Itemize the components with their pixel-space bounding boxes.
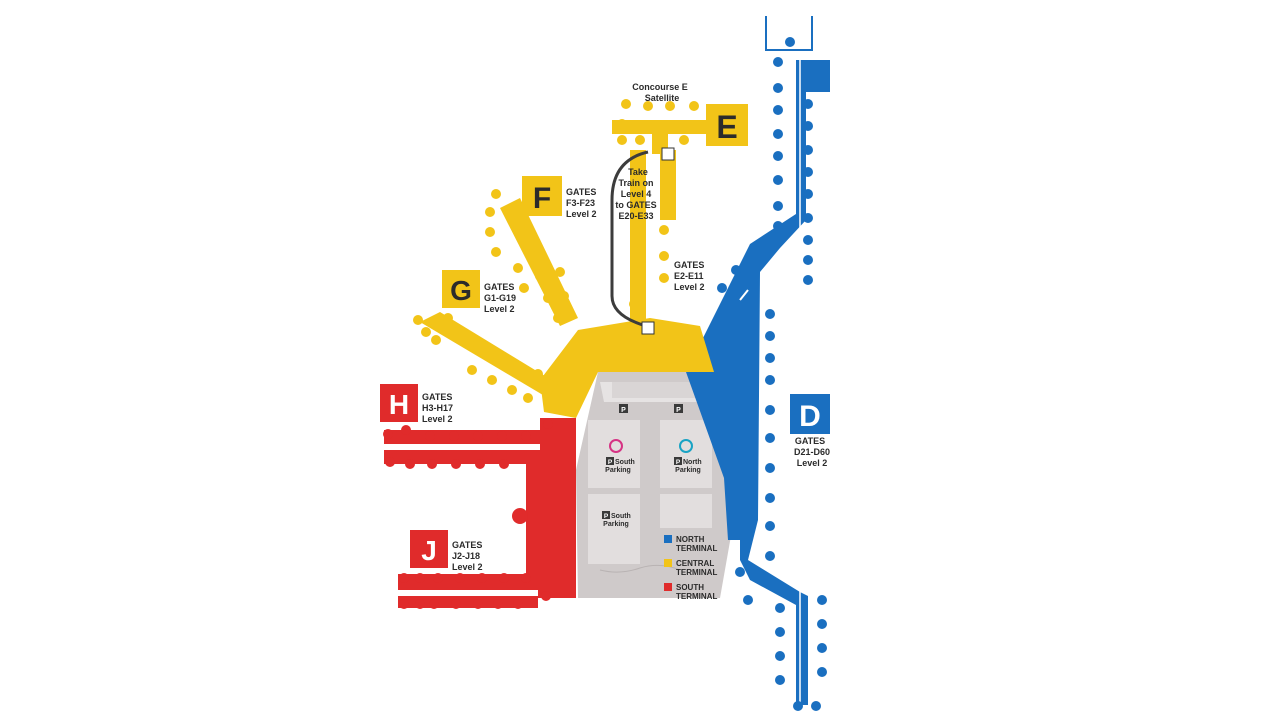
legend-central-terminal: CENTRAL TERMINAL [664, 559, 717, 577]
svg-text:Parking: Parking [605, 467, 631, 474]
concourse-e-level: Level 2 [674, 282, 705, 292]
concourse-j-level: Level 2 [452, 562, 483, 572]
train-icon-central [641, 321, 655, 335]
concourse-d-badge: D [790, 394, 830, 434]
parking-top-left: P [619, 404, 628, 414]
north-terminal [686, 16, 830, 705]
concourse-d-range: D21-D60 [794, 447, 830, 457]
north-terminal-block [806, 60, 830, 92]
svg-text:TERMINAL: TERMINAL [676, 568, 717, 577]
concourse-f-range: F3-F23 [566, 198, 595, 208]
svg-text:Train on: Train on [618, 178, 653, 188]
concourse-f-letter: F [533, 182, 551, 215]
svg-text:TERMINAL: TERMINAL [676, 592, 717, 601]
parking-top-right: P [674, 404, 683, 414]
svg-text:North: North [683, 459, 702, 466]
gates-north [717, 37, 827, 711]
gates-central [413, 99, 699, 403]
train-icon-e [661, 147, 675, 161]
svg-text:NORTH: NORTH [676, 535, 705, 544]
concourse-f-level: Level 2 [566, 209, 597, 219]
concourse-f-gates-word: GATES [566, 187, 596, 197]
concourse-e-satellite-title: Concourse E [632, 82, 688, 92]
concourse-e-gates-word: GATES [674, 260, 704, 270]
legend-south-terminal: SOUTH TERMINAL [664, 583, 717, 601]
parking-garage-icon-north [679, 439, 693, 453]
terminal-legend: NORTH TERMINAL CENTRAL TERMINAL SOUTH TE… [664, 535, 717, 601]
south-parking-label-lower: P South Parking [602, 511, 631, 528]
concourse-d-level: Level 2 [797, 458, 828, 468]
concourse-f-badge: F [522, 176, 562, 216]
north-parking-label: P North Parking [674, 457, 702, 474]
svg-text:E20-E33: E20-E33 [618, 211, 653, 221]
concourse-e-range: E2-E11 [674, 271, 704, 281]
concourse-d-letter: D [799, 400, 821, 433]
concourse-g-range: G1-G19 [484, 293, 516, 303]
concourse-d-gates-word: GATES [795, 436, 825, 446]
legend-north-terminal: NORTH TERMINAL [664, 535, 717, 553]
concourse-j-badge: J [410, 530, 448, 568]
svg-text:Take: Take [628, 167, 648, 177]
concourse-g-badge: G [442, 270, 480, 308]
concourse-g-level: Level 2 [484, 304, 515, 314]
svg-text:to GATES: to GATES [615, 200, 656, 210]
concourse-e-satellite-subtitle: Satellite [645, 93, 680, 103]
concourse-g-gates-word: GATES [484, 282, 514, 292]
concourse-h-badge: H [380, 384, 418, 422]
gates-south [383, 419, 553, 609]
svg-text:P: P [608, 459, 613, 466]
train-route-line [610, 150, 649, 328]
south-parking-label-upper: P South Parking [605, 457, 635, 474]
svg-text:South: South [611, 513, 631, 520]
concourse-j-range: J2-J18 [452, 551, 480, 561]
svg-text:Level 4: Level 4 [621, 189, 652, 199]
concourse-g-letter: G [450, 275, 472, 306]
svg-text:P: P [604, 513, 609, 520]
central-terminal [420, 120, 714, 418]
concourse-e-badge: E [706, 104, 748, 146]
svg-text:CENTRAL: CENTRAL [676, 559, 714, 568]
concourse-j-letter: J [421, 535, 437, 566]
svg-text:SOUTH: SOUTH [676, 583, 704, 592]
concourse-h-letter: H [389, 389, 409, 420]
concourse-h-level: Level 2 [422, 414, 453, 424]
parking-garage-icon-south [609, 439, 623, 453]
svg-text:TERMINAL: TERMINAL [676, 544, 717, 553]
svg-text:South: South [615, 459, 635, 466]
svg-text:Parking: Parking [675, 467, 701, 474]
svg-text:Parking: Parking [603, 521, 629, 528]
train-note: Take Train on Level 4 to GATES E20-E33 [615, 167, 656, 221]
concourse-e-letter: E [716, 109, 737, 145]
concourse-h-range: H3-H17 [422, 403, 453, 413]
concourse-h-gates-word: GATES [422, 392, 452, 402]
svg-text:P: P [676, 407, 681, 414]
landside-area [576, 372, 732, 598]
concourse-j-gates-word: GATES [452, 540, 482, 550]
svg-text:P: P [621, 407, 626, 414]
svg-text:P: P [676, 459, 681, 466]
